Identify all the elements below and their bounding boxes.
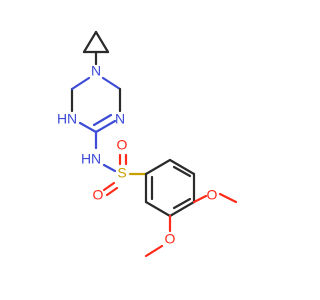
- bond-phenyl-inner-1: [172, 165, 192, 178]
- atom-s: S: [117, 165, 126, 181]
- atom-n-sulfonamide: N: [91, 151, 101, 167]
- atom-h-on-n-sulfonamide: H: [81, 151, 91, 167]
- bond-o-methoxy-right-to-methyl: [218, 192, 238, 204]
- bond-n-sulfonamide-to-s: [102, 163, 117, 173]
- bond-phenyl-5: [144, 200, 172, 218]
- atom-n-ring-top: N: [91, 63, 101, 79]
- bond-c-bottom-to-n-left: [78, 121, 98, 134]
- bond-phenyl-1: [144, 158, 172, 176]
- bond-c-left-to-n-top: [70, 76, 91, 91]
- molecule-diagram: N N N H N H S O O O O: [56, 30, 238, 258]
- bond-n-right-to-c-bottom: [94, 119, 117, 134]
- bond-phenyl-4: [168, 200, 196, 218]
- atom-h-on-n-left: H: [57, 111, 67, 127]
- molecule-structure: N N N H N H S O O O O: [57, 30, 238, 258]
- atom-n-ring-right: N: [115, 111, 125, 127]
- atom-o-methoxy-right: O: [207, 187, 218, 203]
- bond-n-right-to-c-bottom-double: [92, 113, 113, 127]
- bond-phenyl-2: [168, 158, 196, 176]
- bond-phenyl-inner-2: [172, 197, 192, 210]
- atom-n-ring-left: N: [67, 111, 77, 127]
- atom-o-methoxy-bottom: O: [165, 231, 176, 247]
- bond-s-to-o-left: [102, 181, 116, 192]
- bond-cyclopropyl-1: [82, 30, 98, 54]
- bond-phenyl-to-o-methoxy-right: [192, 194, 208, 204]
- bond-cyclopropyl-2: [94, 30, 110, 54]
- bond-o-methoxy-bottom-to-methyl: [144, 244, 164, 258]
- bond-s-to-o-left-double: [105, 186, 119, 197]
- bond-n-top-to-c-right: [101, 76, 122, 91]
- atom-o-sulfonyl-top: O: [117, 137, 128, 153]
- atom-o-sulfonyl-left: O: [93, 187, 104, 203]
